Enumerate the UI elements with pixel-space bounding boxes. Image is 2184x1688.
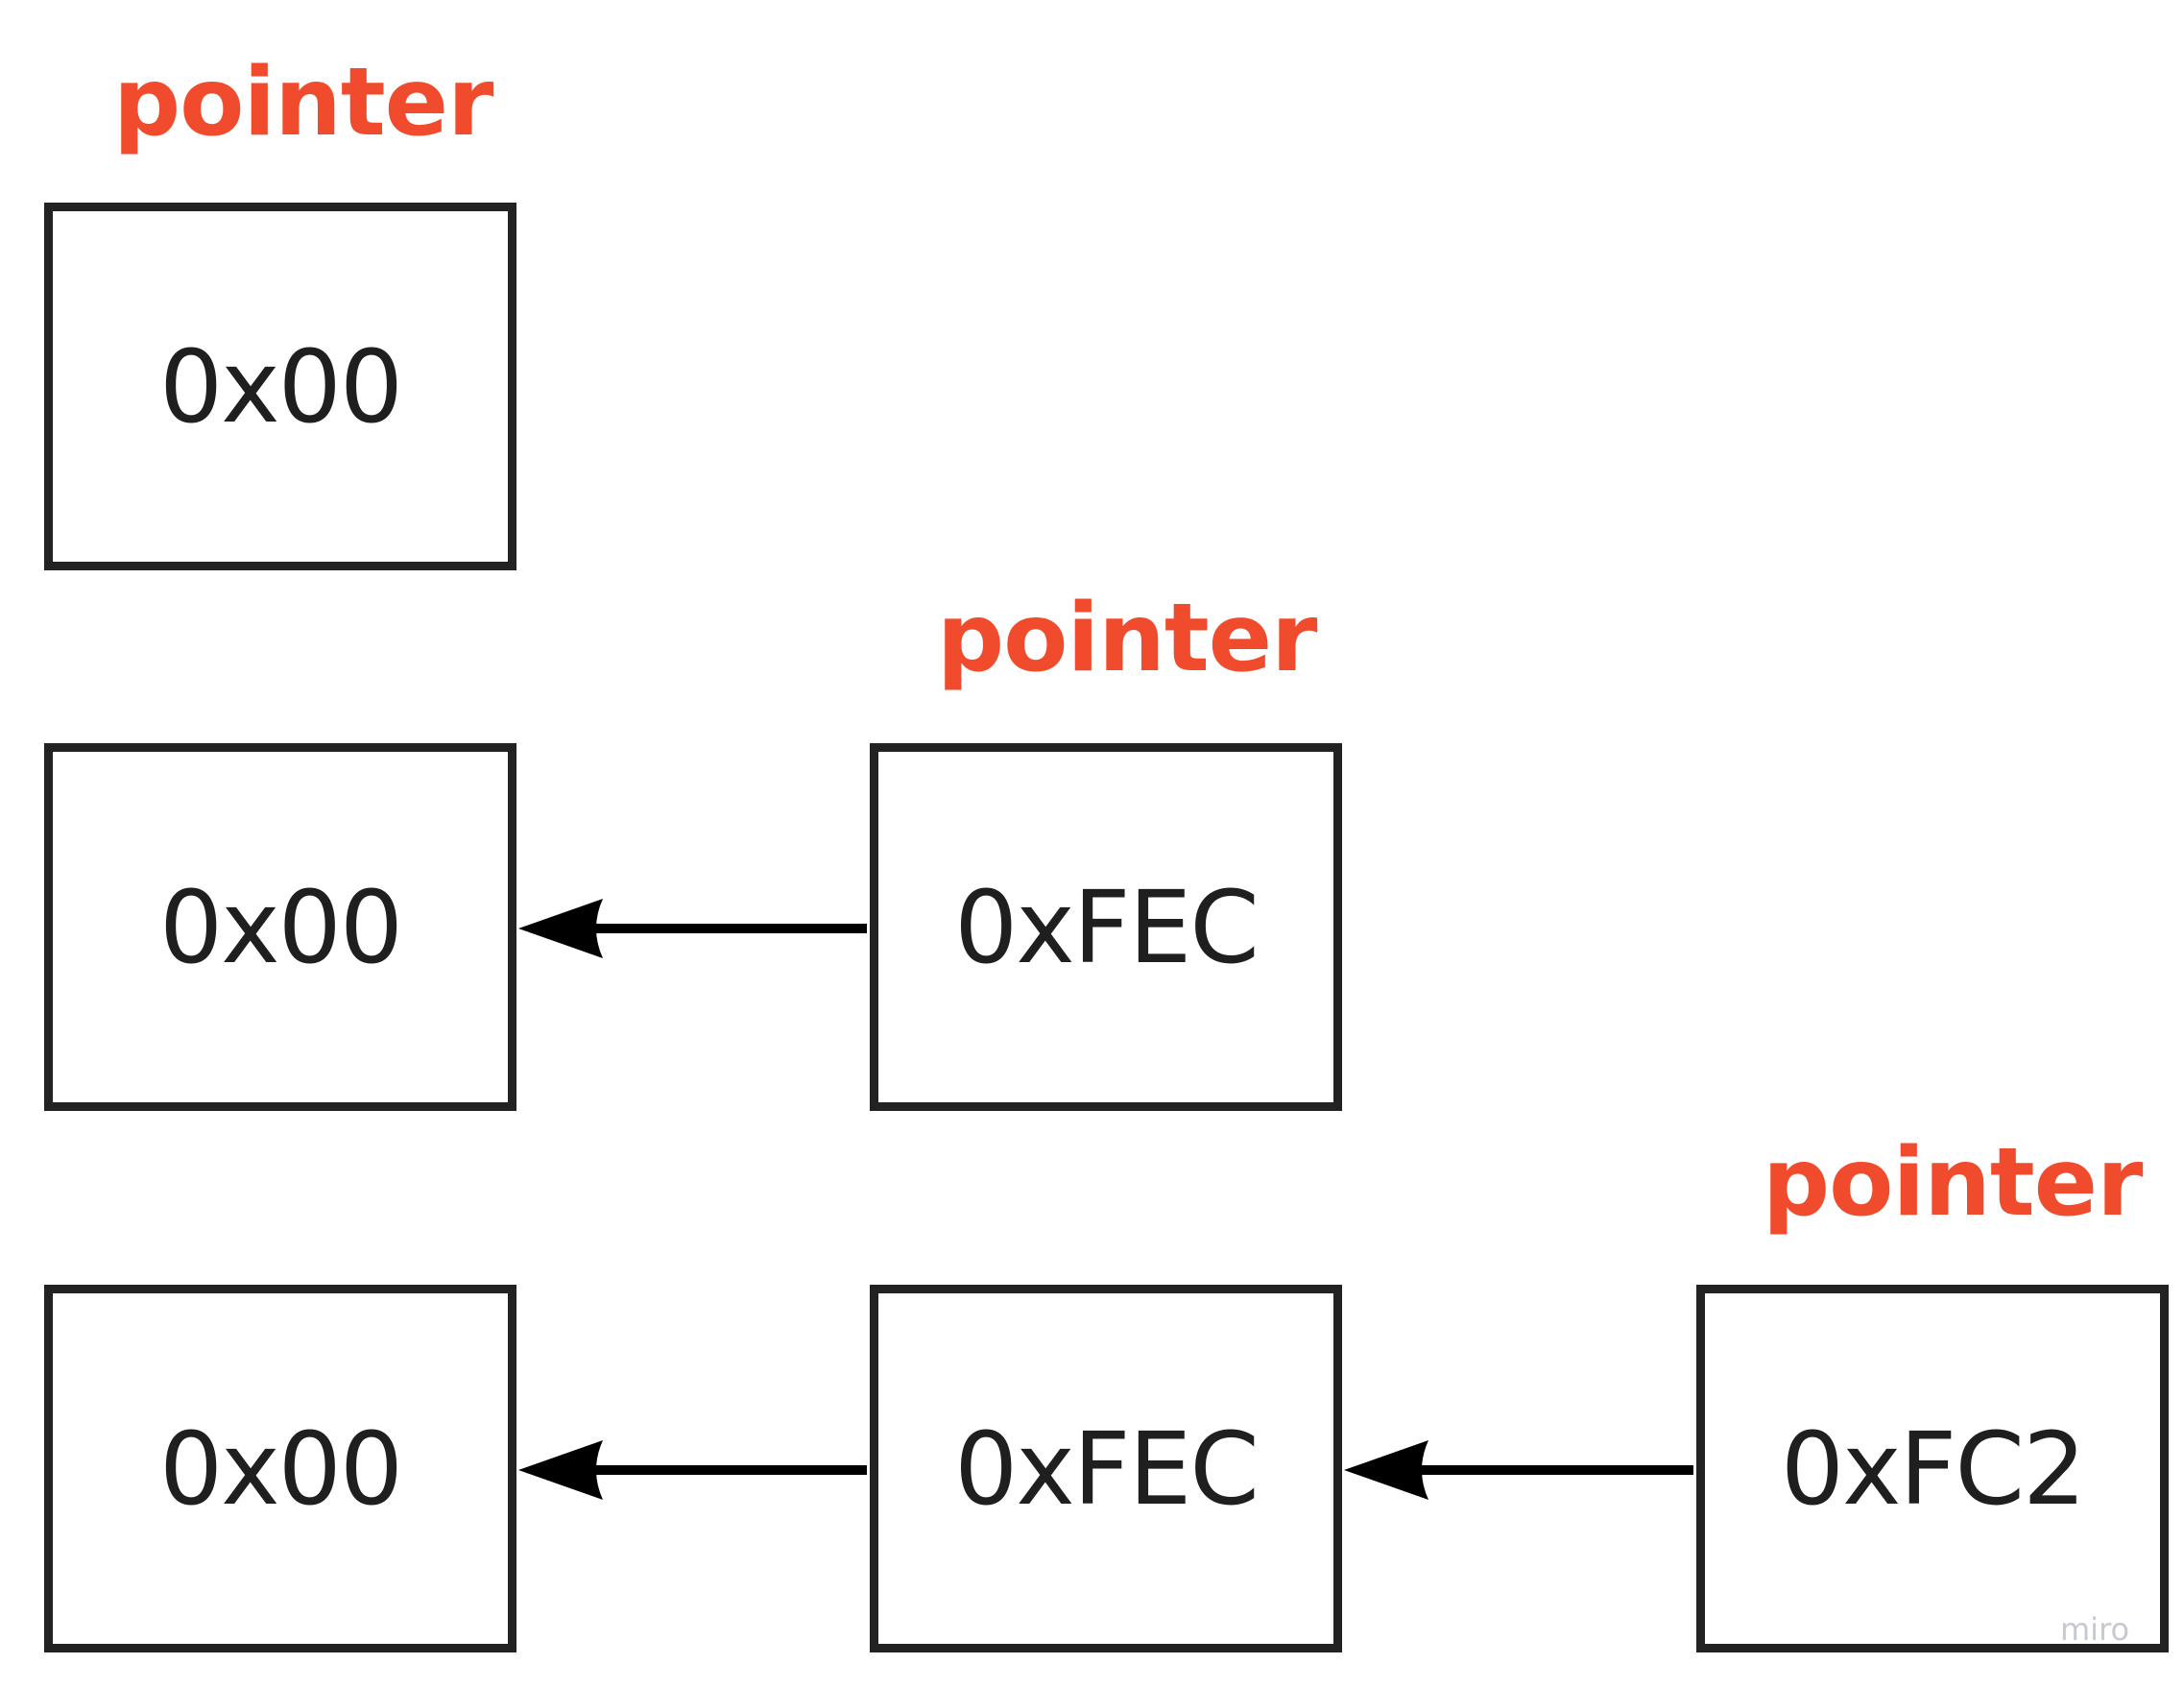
pointer-label-row3: pointer [1763, 1128, 2143, 1238]
memory-box-row3-0xFEC: 0xFEC [870, 1285, 1342, 1652]
memory-box-value: 0xFEC [954, 868, 1260, 986]
arrow-row3-fc2-to-fec [1344, 1440, 1693, 1500]
pointer-label-row1: pointer [113, 48, 493, 157]
arrow-row3-fec-to-00 [518, 1440, 867, 1500]
pointer-label-row2: pointer [937, 584, 1317, 693]
memory-box-value: 0x00 [158, 1410, 403, 1528]
arrow-row2-fec-to-00 [518, 899, 867, 958]
memory-box-row3-0xFC2: 0xFC2 [1696, 1285, 2169, 1652]
memory-box-value: 0xFEC [954, 1410, 1260, 1528]
memory-box-row1-0x00: 0x00 [44, 203, 516, 570]
memory-box-row3-0x00: 0x00 [44, 1285, 516, 1652]
memory-box-value: 0xFC2 [1780, 1410, 2086, 1528]
memory-box-row2-0x00: 0x00 [44, 743, 516, 1111]
memory-box-value: 0x00 [158, 327, 403, 446]
miro-watermark: miro [2060, 1611, 2130, 1648]
memory-box-row2-0xFEC: 0xFEC [870, 743, 1342, 1111]
memory-box-value: 0x00 [158, 868, 403, 986]
